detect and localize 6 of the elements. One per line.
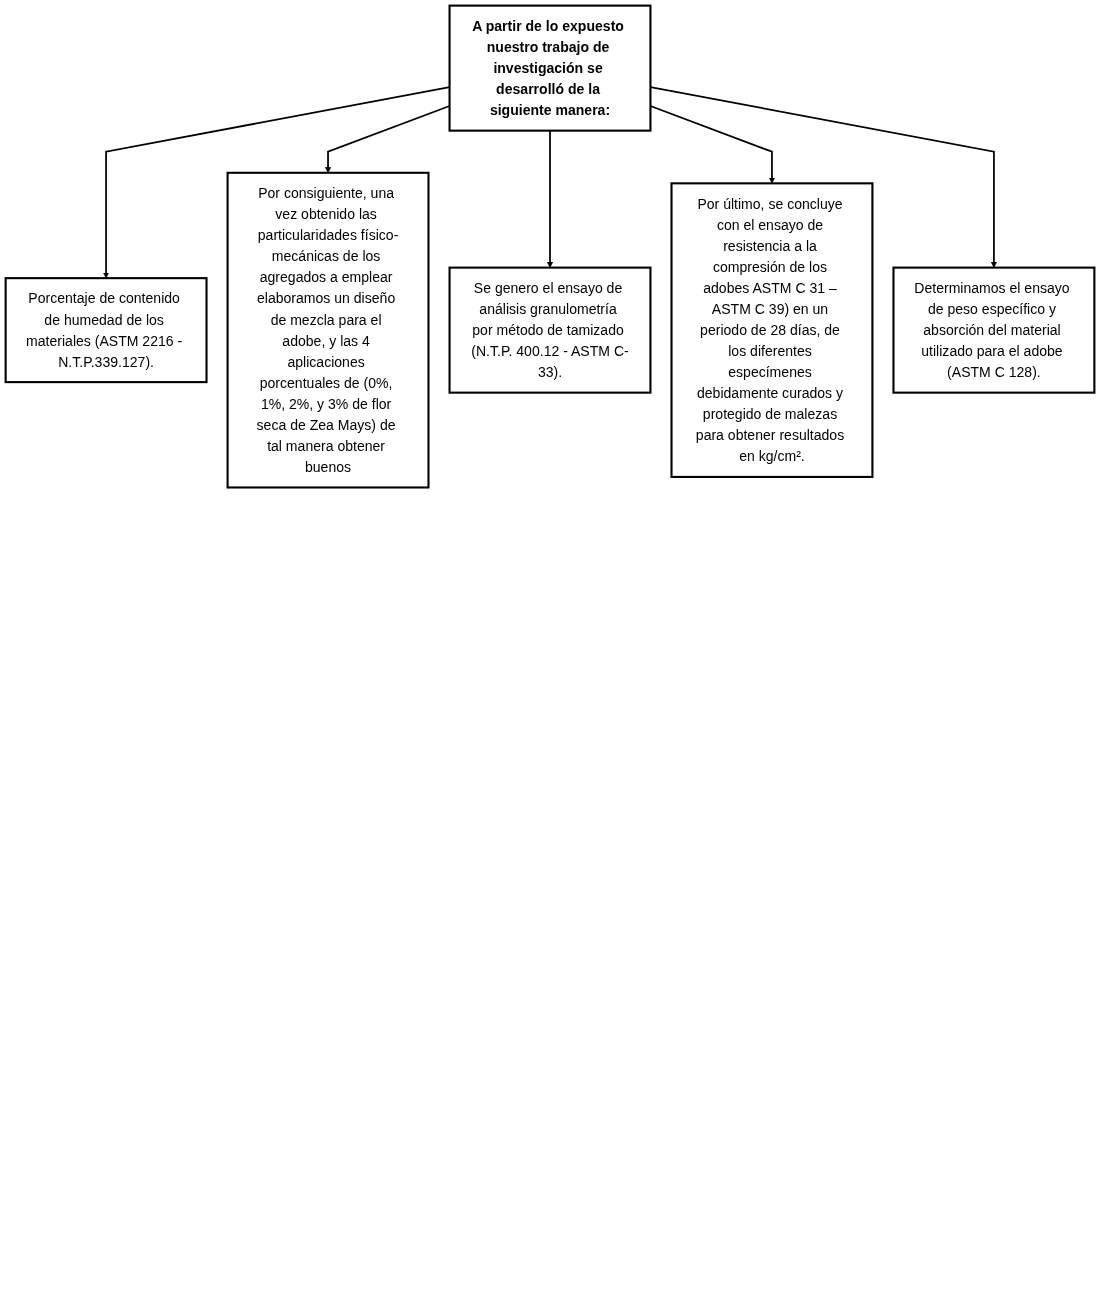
node-box: Por último, se concluye con el ensayo de resistencia a la compresión de los adobes ASTM C 31 – ASTM C 39) en un periodo de 28 días, de los diferentes especímenes debidamente curados y protegido de malezas para obtener resultados en kg/cm². bbox=[670, 182, 874, 478]
node-box: Por consiguiente, una vez obtenido las particularidades físico-mecánicas de los agregados a emplear elaboramos un diseño de mezcla para el adobe, y las 4 aplicaciones porcentuales de (0%, 1%, 2%, y 3% de flor seca de Zea Mays) de tal manera obtener buenos bbox=[226, 171, 430, 489]
node-box: Porcentaje de contenido de humedad de los materiales (ASTM 2216 - N.T.P.339.127). bbox=[4, 277, 208, 384]
node-box: Se genero el ensayo de análisis granulometría por método de tamizado (N.T.P. 400.12 - ASTM C-33). bbox=[448, 266, 652, 394]
node-box: Determinamos el ensayo de peso específico y absorción del material utilizado para el adobe (ASTM C 128). bbox=[892, 266, 1096, 394]
node-box: A partir de lo expuesto nuestro trabajo de investigación se desarrolló de la siguiente manera: bbox=[448, 4, 652, 132]
